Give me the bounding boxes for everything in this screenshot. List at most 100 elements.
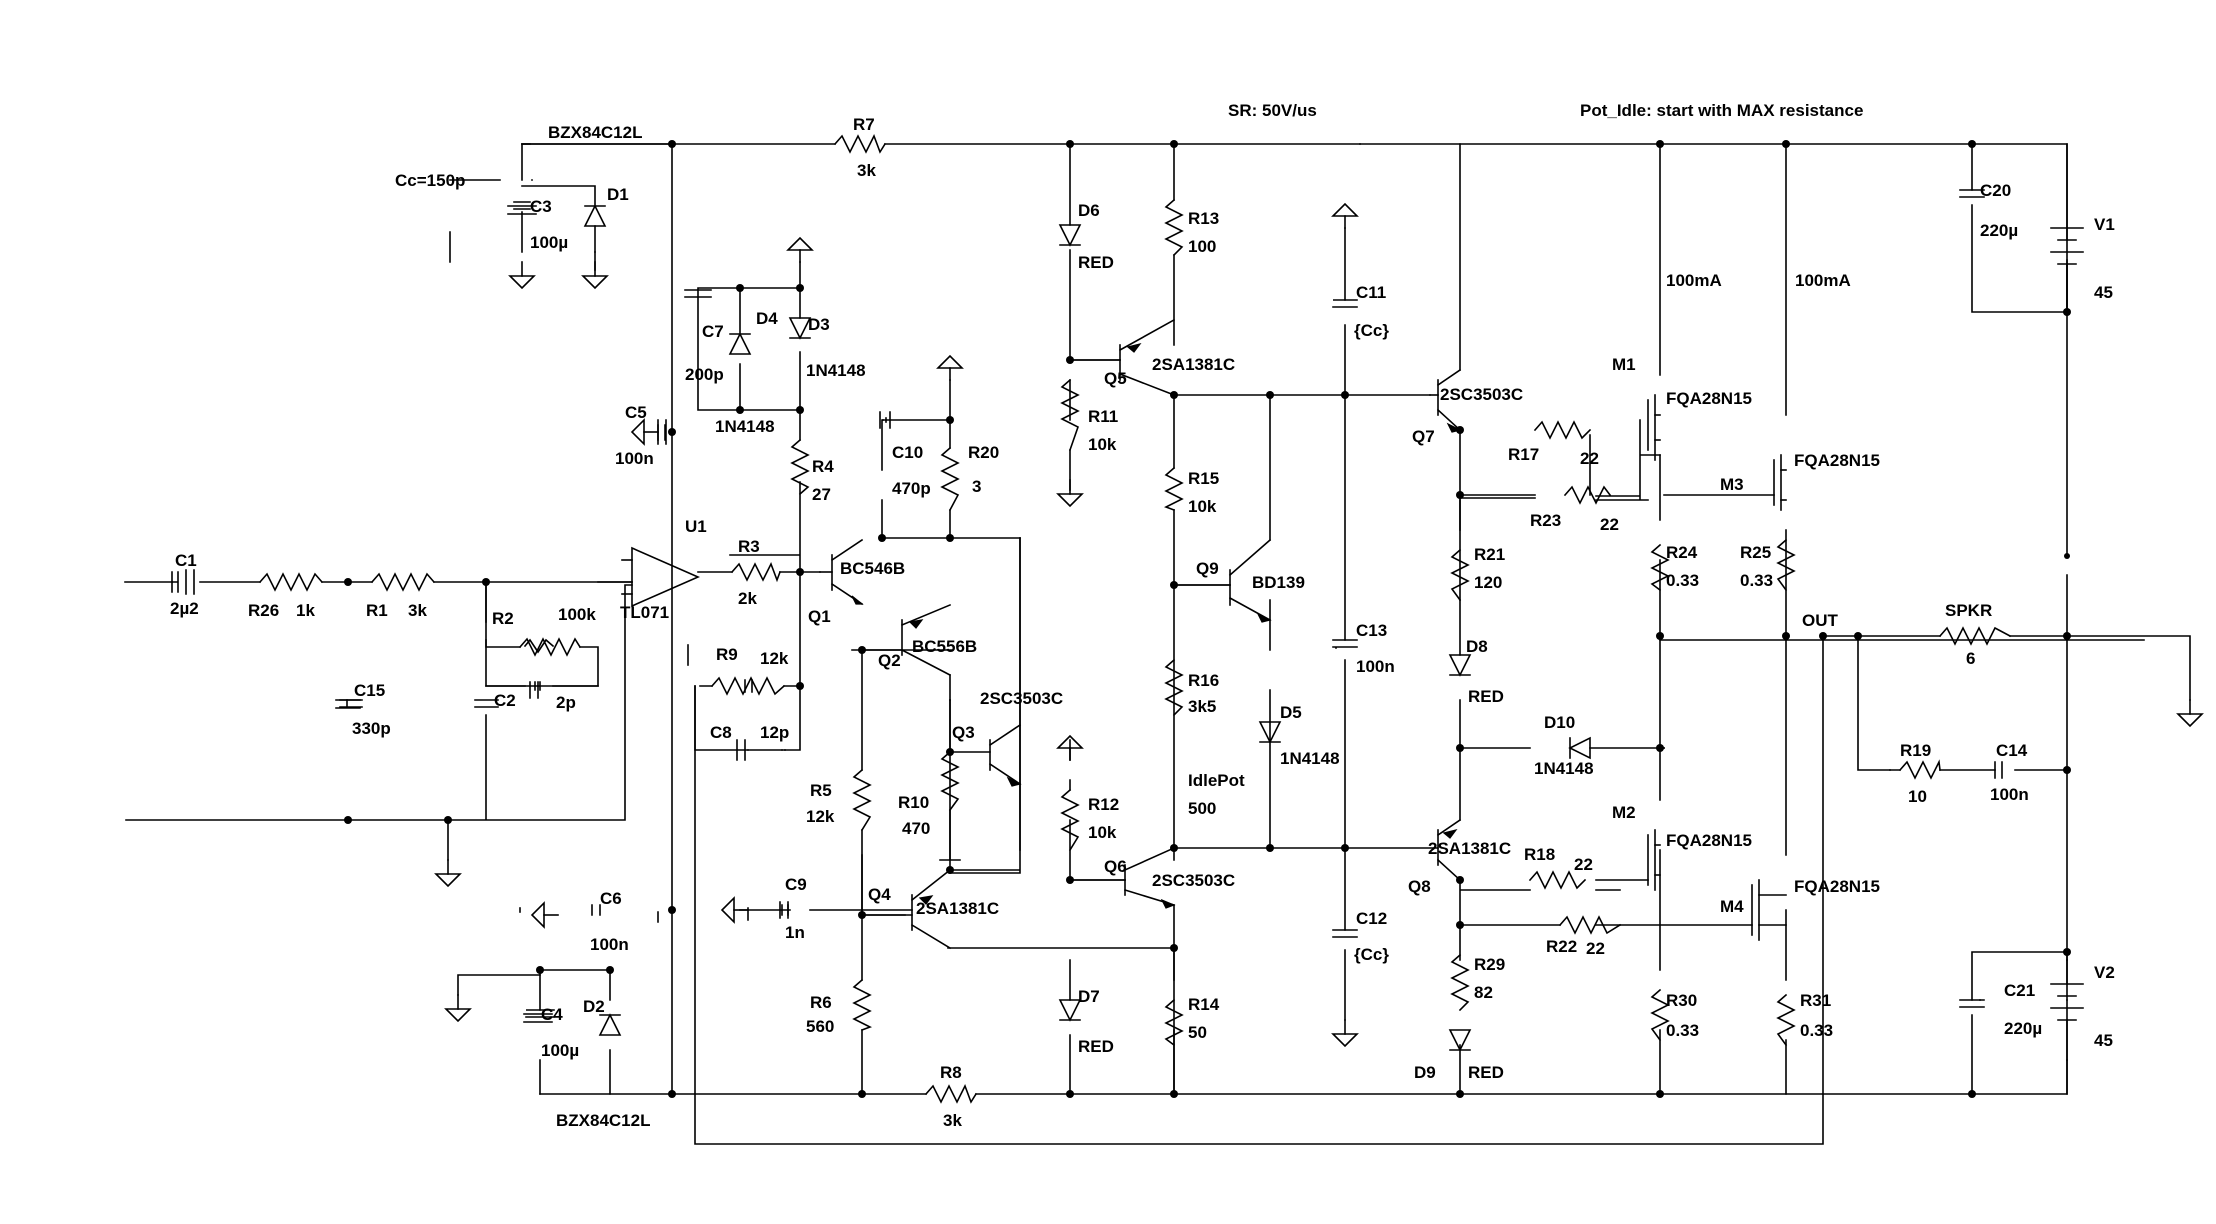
c21-name: C21: [2004, 981, 2035, 1000]
note-cc: Cc=150p: [395, 171, 465, 190]
r21-name: R21: [1474, 545, 1505, 564]
c6-name: C6: [600, 889, 622, 908]
r2-value: 100k: [558, 605, 596, 624]
c7-name: C7: [702, 322, 724, 341]
c3-value: 100µ: [530, 233, 568, 252]
q9-name: Q9: [1196, 559, 1219, 578]
current-label-m1: 100mA: [1666, 271, 1722, 290]
component-labels: R7 3k R8 3k BZX84C12L D1 C3 100µ C7 200p…: [170, 115, 2115, 1130]
q9-part: BD139: [1252, 573, 1305, 592]
r14-value: 50: [1188, 1023, 1207, 1042]
r18-name: R18: [1524, 845, 1555, 864]
q2-name: Q2: [878, 651, 901, 670]
r1-value: 3k: [408, 601, 427, 620]
m1-part: FQA28N15: [1666, 389, 1752, 408]
u1-part: TL071: [620, 603, 669, 622]
r30-value: 0.33: [1666, 1021, 1699, 1040]
junctions: [344, 140, 2071, 1098]
v1-value: 45: [2094, 283, 2113, 302]
out-label: OUT: [1802, 611, 1839, 630]
c14-value: 100n: [1990, 785, 2029, 804]
q4-name: Q4: [868, 885, 891, 904]
r3-value: 2k: [738, 589, 757, 608]
r16-value: 3k5: [1188, 697, 1216, 716]
r29-value: 82: [1474, 983, 1493, 1002]
capacitors: [171, 143, 2003, 1018]
note-slew-rate: SR: 50V/us: [1228, 101, 1317, 120]
r13-value: 100: [1188, 237, 1216, 256]
r10-value: 470: [902, 819, 930, 838]
d3-part: 1N4148: [806, 361, 866, 380]
r22-name: R22: [1546, 937, 1577, 956]
q8-name: Q8: [1408, 877, 1431, 896]
d7-name: D7: [1078, 987, 1100, 1006]
c13-value: 100n: [1356, 657, 1395, 676]
r8-name: R8: [940, 1063, 962, 1082]
r30-name: R30: [1666, 991, 1697, 1010]
r6-value: 560: [806, 1017, 834, 1036]
c2-value: 2p: [556, 693, 576, 712]
r18-value: 22: [1574, 855, 1593, 874]
r26-name: R26: [248, 601, 279, 620]
c6-value: 100n: [590, 935, 629, 954]
d9-value: RED: [1468, 1063, 1504, 1082]
r7-name: R7: [853, 115, 875, 134]
c2-name: C2: [494, 691, 516, 710]
c12-value: {Cc}: [1354, 945, 1389, 964]
c7-value: 200p: [685, 365, 724, 384]
v1-name: V1: [2094, 215, 2115, 234]
r12-value: 10k: [1088, 823, 1117, 842]
r25-value: 0.33: [1740, 571, 1773, 590]
r23-name: R23: [1530, 511, 1561, 530]
d6-value: RED: [1078, 253, 1114, 272]
c20-name: C20: [1980, 181, 2011, 200]
m1-name: M1: [1612, 355, 1636, 374]
r4-value: 27: [812, 485, 831, 504]
r12-name: R12: [1088, 795, 1119, 814]
m3-name: M3: [1720, 475, 1744, 494]
r19-value: 10: [1908, 787, 1927, 806]
q2-part: BC556B: [912, 637, 977, 656]
r15-value: 10k: [1188, 497, 1217, 516]
c14-name: C14: [1996, 741, 2028, 760]
notes: Cc=150p SR: 50V/us Pot_Idle: start with …: [395, 101, 1863, 290]
note-pot-idle: Pot_Idle: start with MAX resistance: [1580, 101, 1863, 120]
c11-value: {Cc}: [1354, 321, 1389, 340]
c8-value: 12p: [760, 723, 789, 742]
q7-part: 2SC3503C: [1440, 385, 1523, 404]
r11-value: 10k: [1088, 435, 1117, 454]
r1-name: R1: [366, 601, 388, 620]
r20-name: R20: [968, 443, 999, 462]
r17-value: 22: [1580, 449, 1599, 468]
m4-name: M4: [1720, 897, 1744, 916]
r5-name: R5: [810, 781, 832, 800]
r8-value: 3k: [943, 1111, 962, 1130]
r15-name: R15: [1188, 469, 1219, 488]
c21-value: 220µ: [2004, 1019, 2042, 1038]
c13-name: C13: [1356, 621, 1387, 640]
r2-name: R2: [492, 609, 514, 628]
d1-name: D1: [607, 185, 629, 204]
r21-value: 120: [1474, 573, 1502, 592]
r20-value: 3: [972, 477, 981, 496]
q1-part: BC546B: [840, 559, 905, 578]
c10-name: C10: [892, 443, 923, 462]
d5-name: D5: [1280, 703, 1302, 722]
c5-name: C5: [625, 403, 647, 422]
q7-name: Q7: [1412, 427, 1435, 446]
r31-name: R31: [1800, 991, 1831, 1010]
c3-name: C3: [530, 197, 552, 216]
d2-name: D2: [583, 997, 605, 1016]
r9-name: R9: [716, 645, 738, 664]
r3-name: R3: [738, 537, 760, 556]
q4-part: 2SA1381C: [916, 899, 999, 918]
wiring: [124, 143, 2191, 1145]
c1-value: 2µ2: [170, 599, 199, 618]
d7-value: RED: [1078, 1037, 1114, 1056]
r31-value: 0.33: [1800, 1021, 1833, 1040]
r10-name: R10: [898, 793, 929, 812]
d5-part: 1N4148: [1280, 749, 1340, 768]
d1-part: BZX84C12L: [548, 123, 642, 142]
r7-value: 3k: [857, 161, 876, 180]
q6-name: Q6: [1104, 857, 1127, 876]
